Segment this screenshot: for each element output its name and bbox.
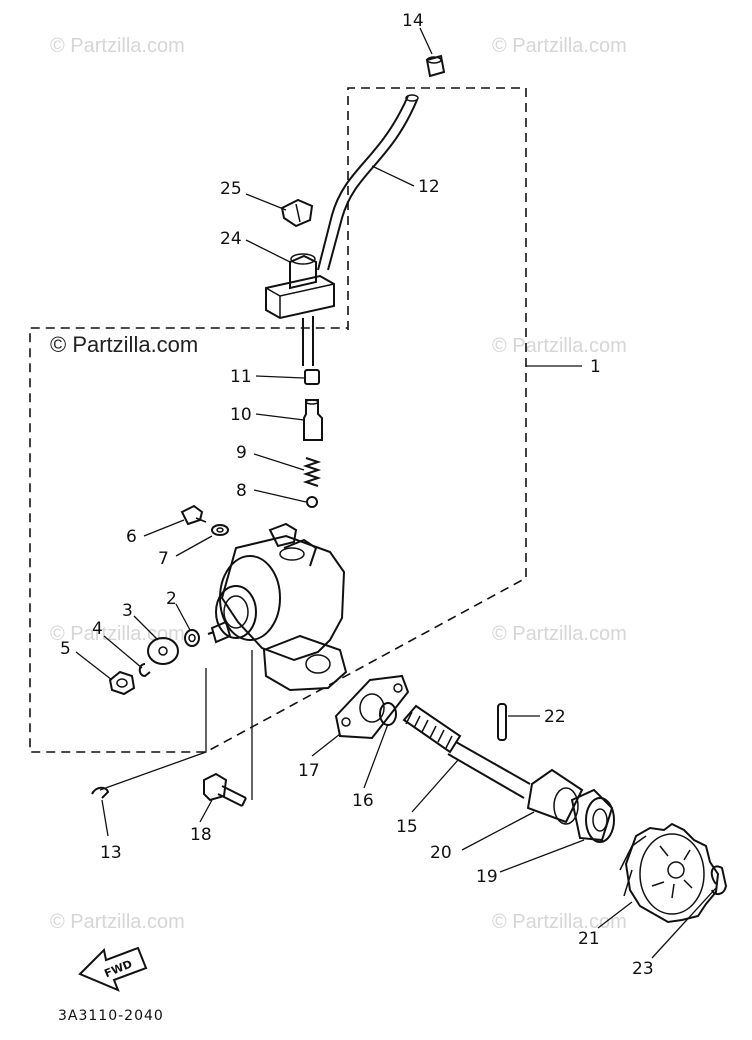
part-18-bolt	[203, 772, 247, 807]
callout-numbers: 14 12 25 24 1 11 10 9 8 6 7 2 3 4 5 22 1…	[60, 11, 654, 979]
callout-4: 4	[92, 619, 103, 639]
callout-22: 22	[544, 707, 566, 727]
callout-21: 21	[578, 929, 600, 949]
watermark-main: © Partzilla.com	[50, 332, 198, 357]
fwd-arrow-icon: FWD	[78, 946, 148, 992]
watermarks: © Partzilla.com © Partzilla.com © Partzi…	[50, 35, 627, 933]
callout-5: 5	[60, 639, 71, 659]
watermark-top-right: © Partzilla.com	[492, 35, 627, 57]
callout-16: 16	[352, 791, 374, 811]
callout-leaders	[75, 27, 717, 959]
part-23-circlip	[710, 865, 728, 896]
callout-14: 14	[402, 11, 424, 31]
callout-9: 9	[236, 443, 247, 463]
part-12-pipe	[317, 94, 419, 271]
part-22-pin	[497, 703, 507, 741]
callout-8: 8	[236, 481, 247, 501]
callout-13: 13	[100, 843, 122, 863]
part-24-holder	[265, 253, 335, 366]
part-25-clip	[280, 198, 314, 228]
callout-10: 10	[230, 405, 252, 425]
fwd-label: FWD	[102, 957, 134, 980]
watermark-bottom-left: © Partzilla.com	[50, 911, 185, 933]
part-6-screw	[180, 504, 207, 526]
pump-lead-lines	[99, 650, 253, 800]
watermark-mid-right: © Partzilla.com	[492, 335, 627, 357]
callout-3: 3	[122, 601, 133, 621]
callout-12: 12	[418, 177, 440, 197]
diagram-code: 3A3110-2040	[58, 1008, 164, 1024]
callout-15: 15	[396, 817, 418, 837]
part-14-cap	[425, 54, 446, 78]
oil-pump-body	[207, 522, 348, 692]
part-5-nut	[108, 670, 136, 696]
callout-7: 7	[158, 549, 169, 569]
part-2-washer	[184, 629, 200, 647]
part-11-seal	[304, 369, 320, 385]
callout-18: 18	[190, 825, 212, 845]
callout-6: 6	[126, 527, 137, 547]
callout-2: 2	[166, 589, 177, 609]
callout-20: 20	[430, 843, 452, 863]
part-4-lockwasher	[138, 663, 151, 678]
part-3-plate	[147, 637, 179, 665]
part-19-bearing	[570, 788, 615, 843]
part-21-gear	[619, 822, 720, 924]
callout-17: 17	[298, 761, 320, 781]
callout-23: 23	[632, 959, 654, 979]
callout-24: 24	[220, 229, 242, 249]
callout-19: 19	[476, 867, 498, 887]
callout-25: 25	[220, 179, 242, 199]
part-10-valve-body	[303, 399, 323, 441]
callout-1: 1	[590, 357, 601, 377]
part-7-washer	[211, 524, 229, 536]
part-15-shaft	[402, 704, 531, 799]
assembly-boundary	[29, 87, 527, 753]
part-9-spring	[302, 457, 322, 487]
watermark-top-left: © Partzilla.com	[50, 35, 185, 57]
part-13-clip	[91, 786, 110, 799]
part-20-collar	[526, 768, 584, 825]
callout-11: 11	[230, 367, 252, 387]
part-8-ball	[306, 496, 318, 508]
watermark-left: © Partzilla.com	[50, 623, 185, 645]
watermark-bottom-right: © Partzilla.com	[492, 911, 627, 933]
part-17-gasket	[334, 674, 410, 740]
watermark-right: © Partzilla.com	[492, 623, 627, 645]
